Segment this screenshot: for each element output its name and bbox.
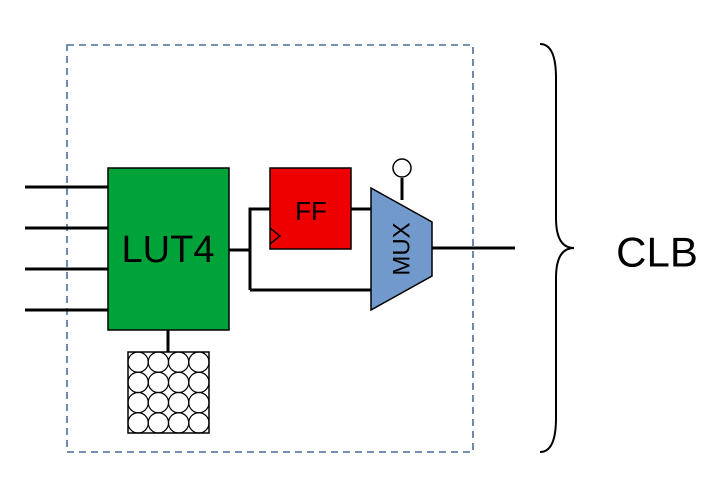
mux-block (370, 186, 433, 312)
right-curly-brace-icon (539, 43, 575, 453)
select-input-circle-icon (392, 158, 412, 178)
ff-block (269, 167, 352, 250)
lut-to-ff-wire (248, 207, 270, 290)
clock-triangle-icon (269, 227, 282, 245)
mux-label: MUX (389, 222, 416, 275)
lut-output-wires (229, 178, 515, 292)
sram-cell-grid-icon (127, 351, 210, 434)
lut-input-wires (25, 185, 108, 312)
ff-label: FF (295, 196, 327, 226)
memory-cell (188, 412, 210, 434)
lut4-block (107, 167, 230, 331)
clb-label: CLB (616, 229, 698, 276)
clb-boundary (66, 44, 474, 453)
lut4-label: LUT4 (122, 229, 215, 271)
